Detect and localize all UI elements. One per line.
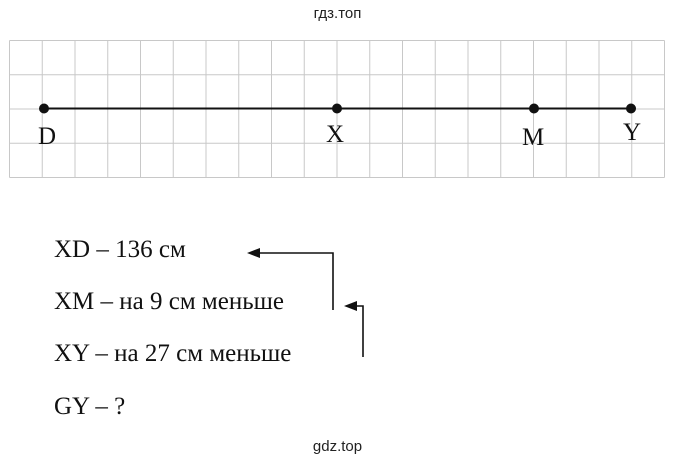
point-d-dot bbox=[39, 103, 49, 114]
arrowhead-xd bbox=[247, 248, 260, 258]
condition-xd: XD – 136 см bbox=[54, 236, 186, 263]
arrow-xm-to-xd bbox=[258, 252, 334, 310]
condition-xy: XY – на 27 см меньше bbox=[54, 340, 292, 367]
watermark-bottom: gdz.top bbox=[312, 438, 363, 455]
point-m-label: M bbox=[522, 124, 545, 151]
watermark-top: гдз.топ bbox=[313, 5, 362, 22]
point-d-label: D bbox=[38, 123, 57, 150]
condition-xm: XM – на 9 см меньше bbox=[54, 288, 284, 315]
point-y-label: Y bbox=[623, 119, 642, 146]
point-x-dot bbox=[332, 103, 342, 114]
grid-diagram bbox=[9, 40, 665, 178]
condition-gy: GY – ? bbox=[54, 393, 126, 420]
point-m-dot bbox=[529, 103, 539, 114]
arrow-xy-to-xm bbox=[355, 305, 364, 357]
point-y-dot bbox=[626, 103, 636, 114]
arrowhead-xm bbox=[344, 301, 357, 311]
point-x-label: X bbox=[326, 121, 345, 148]
